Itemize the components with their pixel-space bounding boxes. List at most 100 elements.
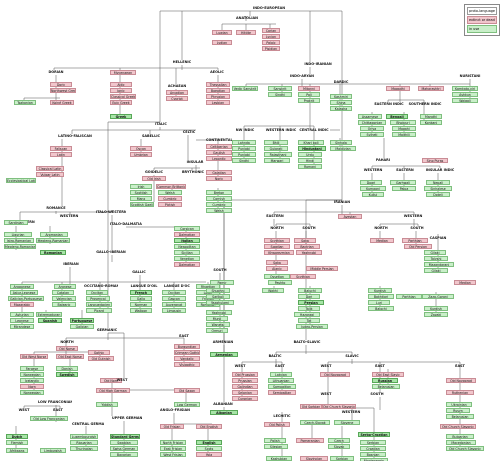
language-node: Pashto [268, 280, 292, 285]
language-node: Scottish Gaelic [130, 202, 154, 207]
branch-heading: IBERIAN [63, 262, 79, 266]
language-node: Marwari [264, 158, 290, 163]
language-node: Limousin [162, 308, 186, 313]
language-node: Swedish [56, 372, 78, 377]
language-node: Rajasthani [264, 152, 292, 157]
language-node: Aromanian [40, 232, 68, 237]
language-node: Dalmatian [174, 232, 200, 237]
language-node: Yazghulami [206, 300, 234, 305]
branch-heading: NURISTANI [459, 74, 481, 78]
language-node: Limburgish [40, 448, 66, 453]
language-node: Czech [328, 438, 350, 443]
language-node: Gaulish [206, 150, 232, 155]
legend-proto-language: proto-language [467, 7, 497, 15]
language-node: Thessalian [206, 82, 230, 87]
language-node: Northwest Greek [50, 88, 76, 93]
branch-heading: SOUTH [410, 226, 424, 230]
branch-heading: SABELLIC [141, 134, 161, 138]
legend-in-use: in use [467, 25, 497, 33]
language-node: Welsh [158, 190, 182, 195]
language-node: Bavarian [110, 452, 138, 457]
language-node: Scots [196, 446, 222, 451]
branch-heading: NORTH [60, 340, 74, 344]
language-node: Sindhi [268, 92, 292, 97]
language-node: Ligurian [4, 232, 32, 237]
language-node: Attic [110, 82, 132, 87]
language-node: Common Brittonic [156, 184, 186, 189]
language-node: Auvergnat [162, 302, 186, 307]
branch-heading: EAST [179, 334, 189, 338]
language-node: Montenegrin [360, 458, 388, 461]
language-node: Catalan [52, 290, 74, 295]
language-node: Dogri [360, 180, 382, 185]
branch-heading: EASTERN [266, 214, 284, 218]
language-node: Old Frisian [160, 424, 184, 429]
language-node: Thuringian [70, 446, 98, 451]
branch-heading: ITALIC [155, 122, 167, 126]
language-node: Lepontic [206, 156, 232, 161]
language-node: Old Sorbian [300, 404, 322, 409]
branch-heading: EAST [375, 364, 385, 368]
branch-heading: DARDIC [333, 80, 349, 84]
branch-heading: ITALO-DALMATIAN [110, 222, 142, 226]
language-node: Polish [264, 438, 286, 443]
language-node: Judeo-Persian [296, 324, 328, 329]
language-node: Visigothic [174, 362, 200, 367]
language-node: Bosnian [360, 452, 386, 457]
language-node: Walloon [130, 308, 152, 313]
branch-heading: CELTIC [182, 130, 196, 134]
language-node: Noric [206, 176, 232, 181]
language-node: Yiddish [96, 402, 118, 407]
language-node: Low German [174, 402, 200, 407]
language-node: Carian [262, 28, 280, 33]
language-node: Chittagonian [358, 120, 386, 125]
language-node: Dutch [6, 434, 28, 439]
language-node: Welsh [206, 208, 232, 213]
language-node: Pali [298, 92, 320, 97]
language-node: Portuguese [70, 318, 94, 323]
branch-heading: WEST [18, 408, 30, 412]
language-node: Kurdish [368, 288, 392, 293]
language-node: Yaghnobi [206, 310, 232, 315]
language-node: Kashmiri [330, 94, 352, 99]
language-node: Macedonian [446, 440, 476, 445]
language-node: Zazaki [424, 312, 448, 317]
language-node: Istro-Romanian [4, 238, 34, 243]
branch-heading: PAHARI [375, 158, 391, 162]
language-node: Sinhalese [424, 186, 452, 191]
language-node: Hindustani [298, 146, 326, 151]
language-node: Ashkun [452, 92, 478, 97]
language-node: Gallo [130, 296, 152, 301]
language-node: Hittite [236, 30, 256, 35]
language-node: Luwian [212, 30, 232, 35]
branch-heading: NW INDIC [235, 128, 255, 132]
language-node: Danish [56, 366, 78, 371]
language-node: Zaza-Gorani [422, 294, 454, 299]
language-node: Dalmatian [174, 262, 200, 267]
language-node: Astur-Leonese [10, 290, 38, 295]
language-node: Old Irish [142, 176, 166, 181]
branch-heading: WESTERN INDIC [265, 128, 297, 132]
language-node: Kalasha [330, 106, 352, 111]
language-node: Cumbric [158, 196, 182, 201]
branch-heading: LECHITIC [273, 414, 291, 418]
language-node: Luri [368, 300, 390, 305]
branch-heading: ITALO-WESTERN [96, 210, 126, 214]
language-node: Avestan [338, 214, 362, 219]
language-node: Faliscan [50, 146, 72, 151]
language-node: Prakrit [298, 98, 320, 103]
language-node: Norwegian [20, 390, 44, 395]
branch-heading: WESTERN [363, 168, 383, 172]
branch-heading: SOUTH [370, 392, 384, 396]
branch-heading: DORIAN [48, 70, 64, 74]
language-node: Hindi [298, 158, 322, 163]
language-node: Gothic [88, 350, 110, 355]
branch-heading: EASTERN [396, 168, 414, 172]
language-node: Slovene [334, 420, 360, 425]
branch-heading: IRANIAN [333, 200, 351, 204]
language-node: Old Prussian [232, 372, 258, 377]
language-node: Ossetian [264, 274, 290, 279]
language-node: Sindhi [232, 158, 256, 163]
language-node: Persian [298, 300, 324, 305]
language-node: Cornish [206, 196, 232, 201]
